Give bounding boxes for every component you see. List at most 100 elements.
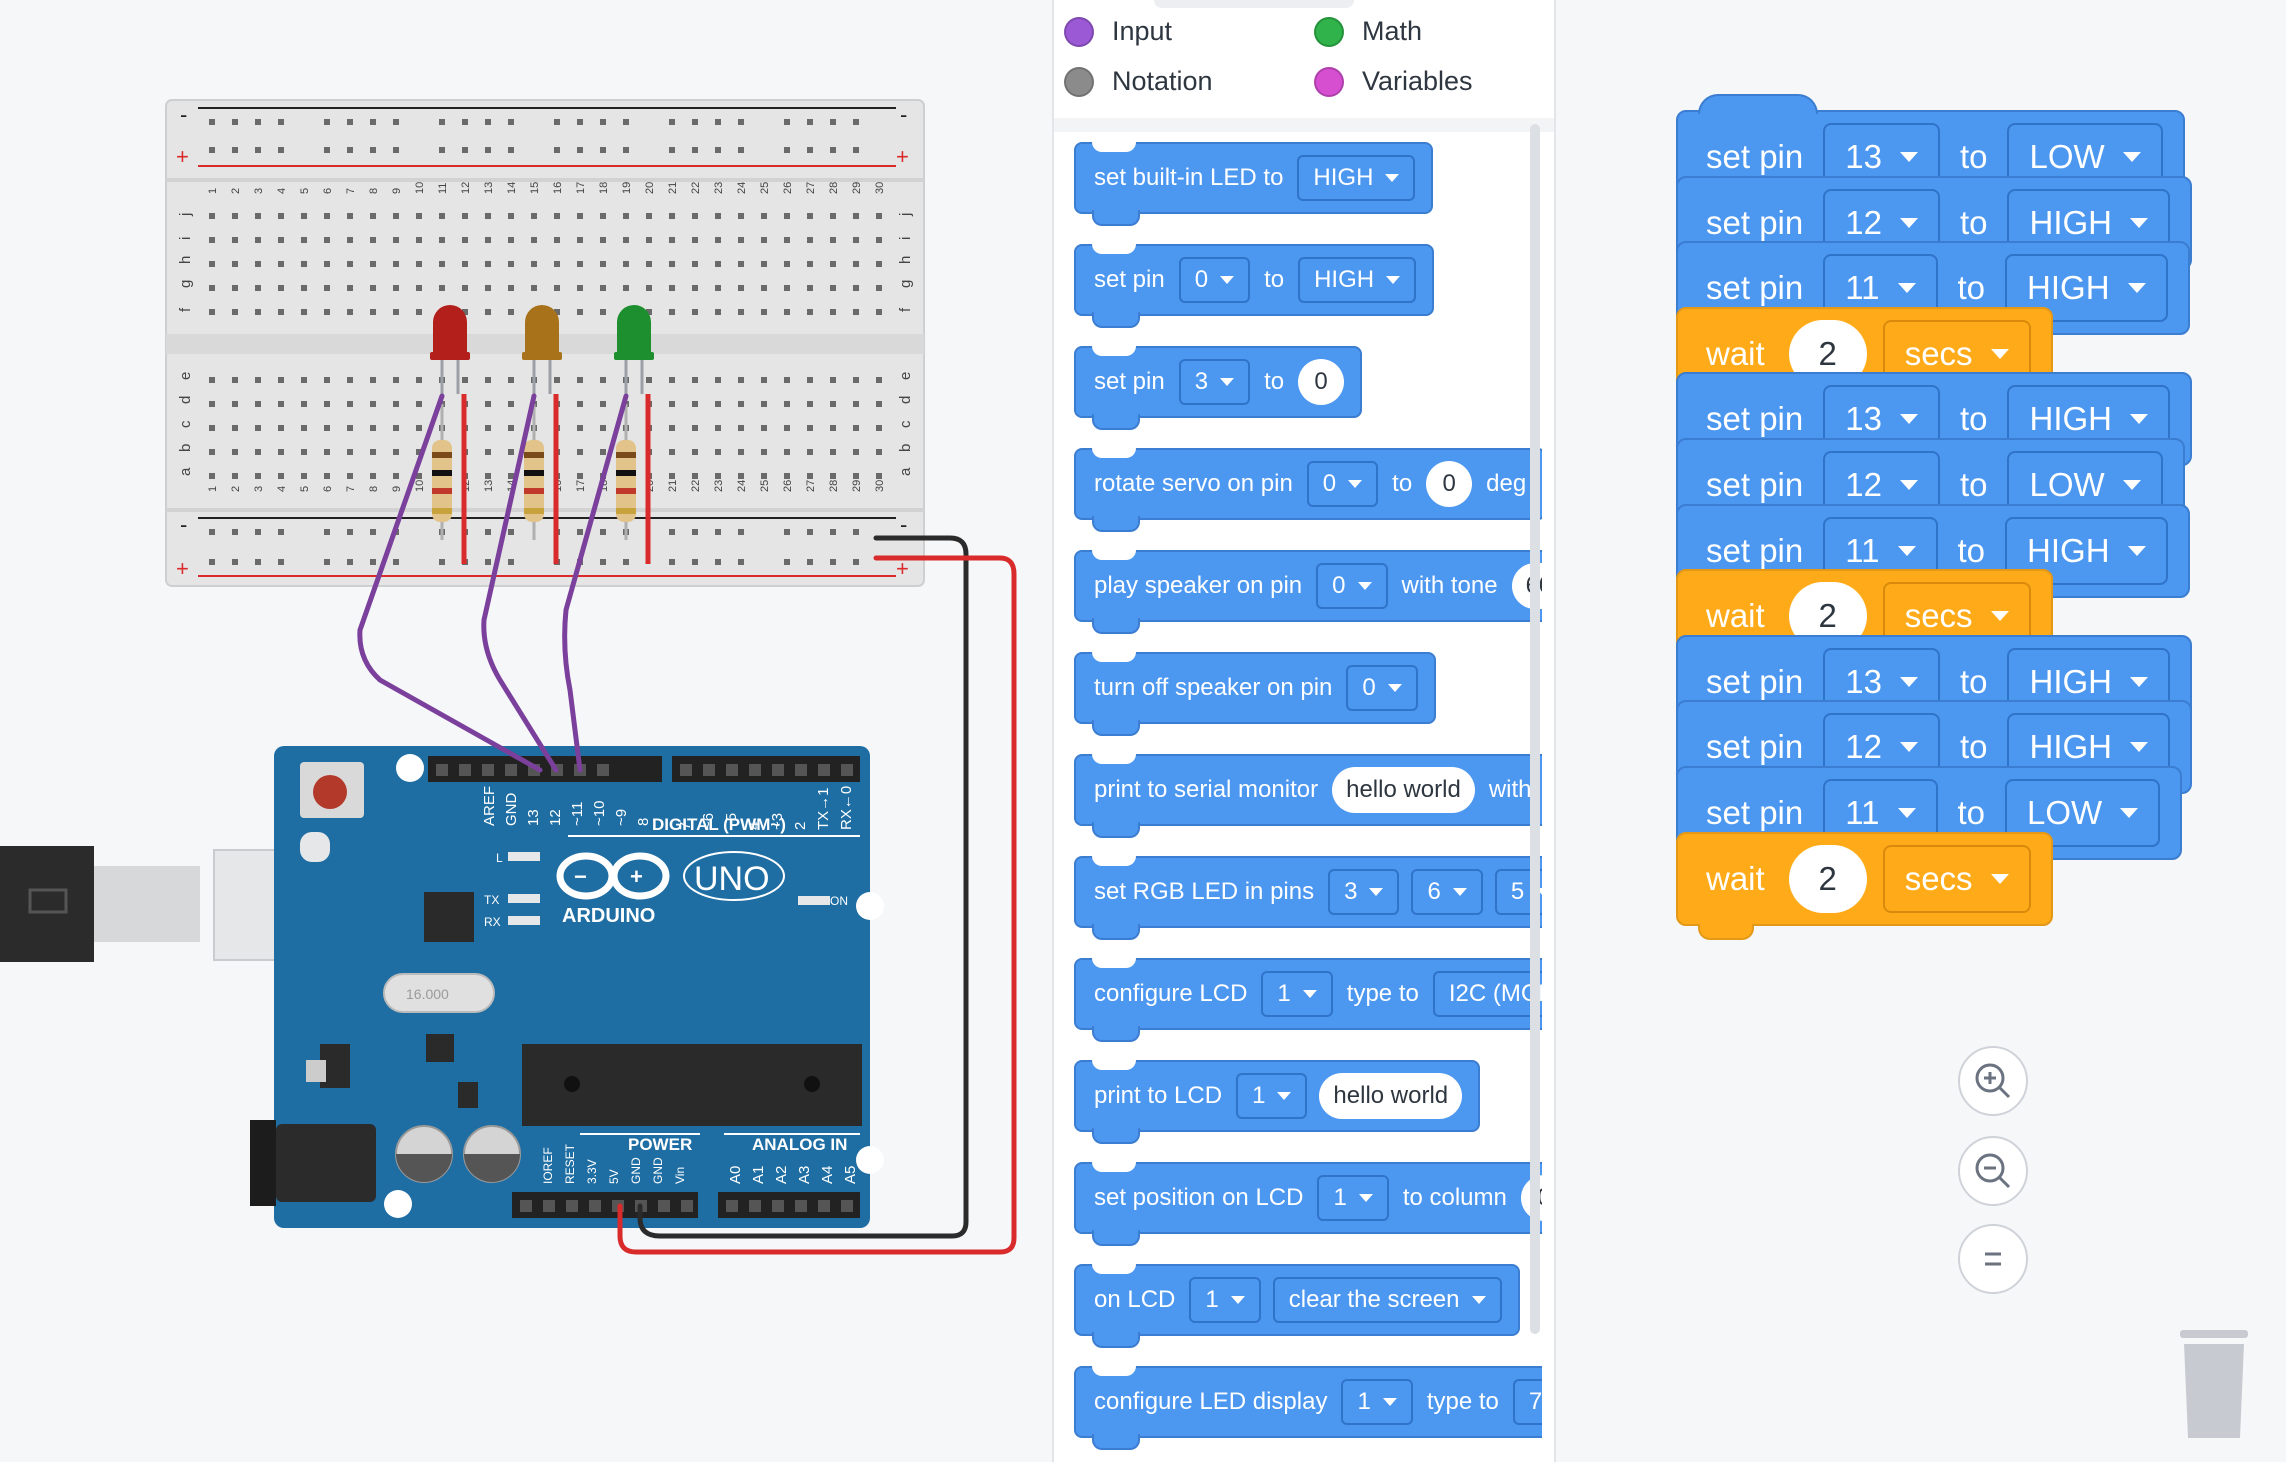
column-number: 14 [506,182,518,194]
block-dropdown[interactable]: HIGH [1298,257,1417,303]
green-led[interactable] [614,305,654,394]
rail-plus-label: + [176,144,189,169]
block-dropdown[interactable]: 6 [1411,869,1483,915]
block-input[interactable]: hello world [1319,1073,1463,1119]
caret-down-icon [2129,676,2148,687]
block-dropdown[interactable]: I2C (MCP23008) [1432,971,1542,1017]
column-number: 26 [782,480,794,492]
zoom-reset-button[interactable] [1958,1224,2028,1294]
caret-down-icon [2122,480,2141,490]
trash-icon[interactable] [2176,1330,2252,1440]
block-input[interactable]: hello world [1332,767,1475,813]
block-text: to [1957,794,1986,831]
block-text: to [1392,470,1413,497]
block-dropdown[interactable]: 0 [1178,257,1251,303]
yellow-led[interactable] [522,305,562,394]
rail-plus-label: + [896,556,909,581]
caret-down-icon [2127,545,2146,556]
toolbox-scrollbar[interactable] [1530,124,1540,1334]
block-dropdown[interactable]: 3 [1328,869,1400,915]
column-number: 24 [736,480,748,492]
resistor[interactable] [616,404,636,540]
time-unit-dropdown[interactable]: secs [1882,844,2031,913]
power-pin-label: GND [651,1157,665,1184]
dropdown-value: clear the screen [1288,1286,1460,1313]
crystal-label: 16.000 [406,986,449,1002]
state-dropdown[interactable]: HIGH [2007,713,2170,782]
block-text: to column [1402,1184,1507,1211]
resistor[interactable] [524,404,544,540]
category-label: Math [1362,16,1423,46]
pin-label: GND [503,793,520,827]
block-dropdown[interactable]: 1 [1261,971,1333,1017]
block-dropdown[interactable]: 1 [1189,1277,1261,1323]
pin-label: 8 [635,818,652,826]
dropdown-value: 7-segment [1528,1388,1542,1415]
circuit-canvas[interactable]: 1122334455667788991010111112121313141415… [0,0,1052,1462]
column-number: 21 [667,182,679,194]
column-number: 15 [529,182,541,194]
power-label: POWER [628,1135,692,1154]
category-notation[interactable]: Notation [1064,66,1213,97]
block-input[interactable]: 0 [1298,359,1345,405]
wires[interactable] [357,393,1017,1255]
block-dropdown[interactable]: 0 [1306,461,1379,507]
caret-down-icon [1369,888,1384,896]
block-dropdown[interactable]: 3 [1178,359,1251,405]
dropdown-value: 1 [1277,980,1291,1007]
category-math[interactable]: Math [1314,16,1422,47]
dropdown-value: 5 [1510,878,1525,905]
category-input[interactable]: Input [1064,16,1172,47]
caret-down-icon [1387,684,1402,692]
caret-down-icon [1899,480,1918,490]
column-number: 2 [230,188,242,194]
row-letter: h [897,256,914,264]
block-dropdown[interactable]: 1 [1317,1175,1389,1221]
caret-down-icon [1897,808,1916,818]
block-text: to [1959,662,1988,700]
block-dropdown[interactable]: 0 [1316,563,1388,609]
jumper-wires[interactable] [461,394,651,564]
pin-label: ~6 [700,813,717,830]
wait-seconds-input[interactable]: 2 [1788,844,1867,913]
resistor[interactable] [432,404,452,540]
block-dropdown[interactable]: 1 [1341,1379,1413,1425]
arduino-logo-icon [556,852,670,900]
analog-pin-label: A4 [819,1166,836,1184]
block-text: wait [1706,859,1765,897]
row-letter: b [177,444,194,452]
zoom-out-button[interactable] [1958,1136,2028,1206]
category-variables[interactable]: Variables [1314,66,1473,97]
block-text: print to serial monitor [1094,776,1319,803]
block-dropdown[interactable]: 7-segment [1512,1379,1542,1425]
block-dropdown[interactable]: clear the screen [1272,1277,1502,1323]
pin-label: ~3 [769,813,786,830]
block-input[interactable]: 0 [1426,461,1473,507]
block-dropdown[interactable]: HIGH [1297,155,1416,201]
block-dropdown[interactable]: 0 [1346,665,1418,711]
red-led[interactable] [430,305,470,394]
block-dropdown[interactable]: 1 [1236,1073,1308,1119]
dropdown-value: 1 [1333,1184,1347,1211]
category-separator [1054,118,1554,132]
zoom-in-button[interactable] [1958,1046,2028,1116]
pin-label: ~11 [569,802,586,826]
